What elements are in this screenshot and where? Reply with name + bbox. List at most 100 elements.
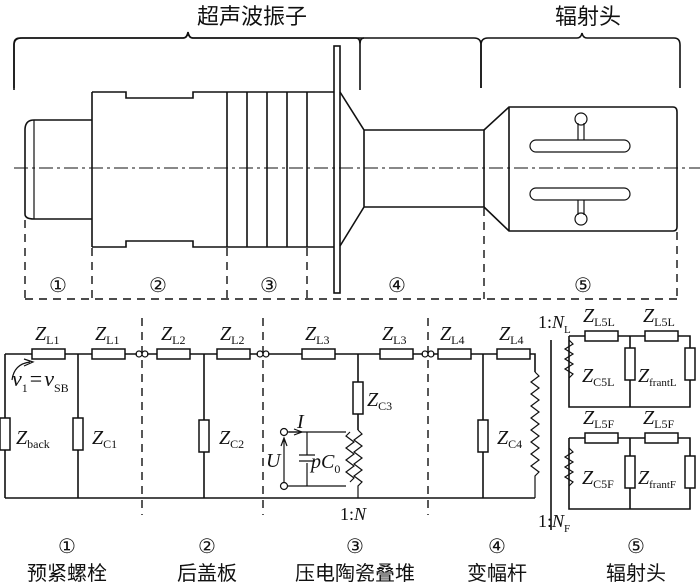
resistor-ZL5L-a — [584, 330, 619, 342]
label-ZfrontF-base: Z — [638, 467, 650, 489]
voltage-arrow — [280, 436, 288, 482]
svg-text:ZfrantF: ZfrantF — [638, 467, 676, 491]
label-ZC2-base: Z — [219, 427, 231, 449]
capacitor-C0 — [287, 431, 346, 487]
label-ZC5L-base: Z — [582, 365, 594, 387]
svg-text:ZL3: ZL3 — [305, 323, 329, 347]
current-arrow — [289, 428, 304, 436]
bottom-labels: ① 预紧螺栓 ② 后盖板 ③ 压电陶瓷叠堆 ④ 变幅杆 ⑤ 辐射头 — [27, 536, 666, 585]
title-transducer: 超声波振子 — [197, 5, 307, 30]
section-marker-5: ⑤ — [574, 275, 592, 297]
label-ZL2a-sub: L2 — [172, 333, 185, 347]
label-Zback-sub: back — [27, 437, 50, 451]
slot-lower-hole — [574, 212, 588, 226]
label-ZfrontL-base: Z — [638, 365, 650, 387]
label-ZC5F-sub: C5F — [593, 477, 614, 491]
svg-text:ZL5L: ZL5L — [643, 305, 675, 329]
resistor-ZL5F-b — [644, 432, 679, 444]
label-ZL5La-base: Z — [583, 305, 595, 327]
label-ZC4-base: Z — [497, 427, 509, 449]
label-ratio-F: 1:NF — [538, 511, 570, 535]
brace-transducer — [13, 31, 365, 90]
bottom-marker-4: ④ — [488, 536, 506, 558]
resistor-ZL2-b — [216, 348, 251, 360]
label-ZL5Lb-sub: L5L — [654, 315, 675, 329]
label-ZL4a-base: Z — [440, 323, 452, 345]
bolt — [24, 119, 92, 220]
svg-text:ZL4: ZL4 — [499, 323, 523, 347]
label-ZL2a-base: Z — [161, 323, 173, 345]
resistor-ZC2 — [198, 419, 210, 453]
label-ZL3b-base: Z — [382, 323, 394, 345]
back-plate — [91, 91, 227, 248]
section-marker-2: ② — [149, 275, 167, 297]
label-current: I — [296, 411, 305, 433]
transformer-piezo-secondary — [353, 429, 363, 498]
svg-text:ZL5F: ZL5F — [643, 407, 674, 431]
transformer-piezo-primary — [345, 431, 355, 483]
svg-text:ZC3: ZC3 — [367, 389, 392, 413]
resistor-ZL3-a — [301, 348, 336, 360]
radiation-head — [483, 106, 678, 232]
label-ZL5Fa-sub: L5F — [594, 417, 614, 431]
svg-text:ZL2: ZL2 — [220, 323, 244, 347]
label-ZC1-base: Z — [92, 427, 104, 449]
flange — [333, 45, 341, 294]
label-ZL4a-sub: L4 — [451, 333, 464, 347]
title-horn: 辐射头 — [555, 5, 621, 30]
booster — [339, 91, 485, 247]
svg-text:ZL3: ZL3 — [382, 323, 406, 347]
svg-text:ZL1: ZL1 — [95, 323, 119, 347]
label-ZL3a-sub: L3 — [316, 333, 329, 347]
resistor-ZC5L — [624, 347, 636, 381]
circuit-labels: ZL1 ZL1 ZL2 ZL2 ZL3 ZL3 ZL4 ZL4 ZL5L ZL5… — [12, 305, 677, 535]
bottom-marker-3: ③ — [346, 536, 364, 558]
bottom-marker-1: ① — [58, 536, 76, 558]
svg-text:ZC4: ZC4 — [497, 427, 522, 451]
bottom-label-back-plate: 后盖板 — [177, 561, 237, 585]
circuit-section-dividers — [141, 318, 429, 515]
svg-text:ZL5L: ZL5L — [583, 305, 615, 329]
label-ZC3-base: Z — [367, 389, 379, 411]
label-ZC5L-sub: C5L — [593, 375, 614, 389]
label-Zback-base: Z — [16, 427, 28, 449]
svg-text:ZL1: ZL1 — [35, 323, 59, 347]
piezo-stack — [226, 91, 334, 248]
svg-text:ZL2: ZL2 — [161, 323, 185, 347]
brace-horn — [480, 32, 681, 88]
label-ZL3b-sub: L3 — [393, 333, 406, 347]
resistor-ZC5F — [624, 455, 636, 489]
svg-text:ZC5L: ZC5L — [582, 365, 614, 389]
label-ZL4b-base: Z — [499, 323, 511, 345]
velocity-arrow — [11, 358, 35, 381]
label-ZC3-sub: C3 — [378, 399, 392, 413]
transformer-L-secondary — [563, 339, 575, 379]
label-ZC5F-base: Z — [582, 467, 594, 489]
label-ZfrontF-sub: frantF — [649, 479, 676, 491]
label-ZL3a-base: Z — [305, 323, 317, 345]
svg-text:ZL4: ZL4 — [440, 323, 464, 347]
bottom-marker-2: ② — [198, 536, 216, 558]
brace-transducer-main — [13, 32, 482, 88]
bottom-label-horn: 辐射头 — [606, 561, 666, 585]
label-ZL5Lb-base: Z — [643, 305, 655, 327]
resistor-ZL5F-a — [584, 432, 619, 444]
resistor-ZL1-a — [31, 348, 66, 360]
resistor-ZC1 — [72, 417, 84, 451]
resistor-ZL3-b — [379, 348, 414, 360]
label-ZL1a-base: Z — [35, 323, 47, 345]
equivalent-circuit — [0, 318, 696, 530]
label-ZL1b-sub: L1 — [106, 333, 119, 347]
terminal-negative — [279, 481, 289, 491]
section-dividers — [24, 208, 678, 300]
slot-lower — [529, 187, 631, 201]
bottom-label-piezo-stack: 压电陶瓷叠堆 — [295, 561, 415, 585]
label-ZL4b-sub: L4 — [510, 333, 523, 347]
label-ZfrontL-sub: frantL — [649, 377, 677, 389]
label-ZL5La-sub: L5L — [594, 315, 615, 329]
label-ratio-piezo: 1:N — [340, 504, 367, 524]
label-ratio-L: 1:NL — [538, 312, 571, 336]
resistor-ZL2-a — [156, 348, 191, 360]
label-ZC2-sub: C2 — [230, 437, 244, 451]
